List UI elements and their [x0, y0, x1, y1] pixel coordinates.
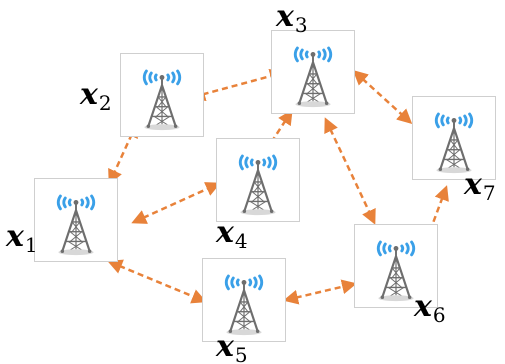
- radio-tower-icon: [376, 240, 416, 302]
- label-subscript: 5: [234, 343, 248, 364]
- label-var: x: [414, 289, 432, 324]
- node-x4[interactable]: [216, 138, 300, 222]
- edge-x5-x6: [283, 279, 357, 305]
- node-x6[interactable]: [354, 224, 438, 308]
- node-x2[interactable]: [120, 53, 204, 137]
- label-subscript: 1: [24, 233, 38, 257]
- edge-x3-x6: [324, 117, 376, 225]
- radio-tower-icon: [56, 194, 96, 256]
- node-x3[interactable]: [271, 30, 355, 114]
- label-x4: x4: [216, 215, 248, 252]
- label-x2: x2: [80, 77, 112, 114]
- label-x1: x1: [6, 219, 38, 256]
- label-var: x: [216, 215, 234, 250]
- node-x1[interactable]: [34, 178, 118, 262]
- radio-tower-icon: [238, 154, 278, 216]
- radio-tower-icon: [434, 112, 474, 174]
- label-subscript: 2: [98, 91, 112, 115]
- edge-x2-x3: [190, 68, 285, 102]
- label-subscript: 3: [294, 13, 308, 37]
- label-var: x: [276, 0, 294, 34]
- label-x7: x7: [464, 167, 496, 204]
- edge-x3-x4: [263, 109, 293, 155]
- label-x5: x5: [216, 329, 248, 364]
- radio-tower-icon: [142, 69, 182, 131]
- label-subscript: 6: [432, 303, 446, 327]
- edge-x3-x7: [352, 69, 413, 125]
- label-subscript: 7: [482, 181, 496, 205]
- label-var: x: [6, 219, 24, 254]
- radio-tower-icon: [224, 274, 264, 336]
- node-x5[interactable]: [202, 258, 286, 342]
- label-x6: x6: [414, 289, 446, 326]
- node-x7[interactable]: [412, 96, 496, 180]
- radio-tower-icon: [293, 46, 333, 108]
- label-var: x: [464, 167, 482, 202]
- edge-x1-x4: [131, 182, 221, 224]
- label-subscript: 4: [234, 229, 248, 253]
- label-x3: x3: [276, 0, 308, 36]
- edge-x1-x5: [107, 259, 207, 304]
- label-var: x: [80, 77, 98, 112]
- label-var: x: [216, 329, 234, 364]
